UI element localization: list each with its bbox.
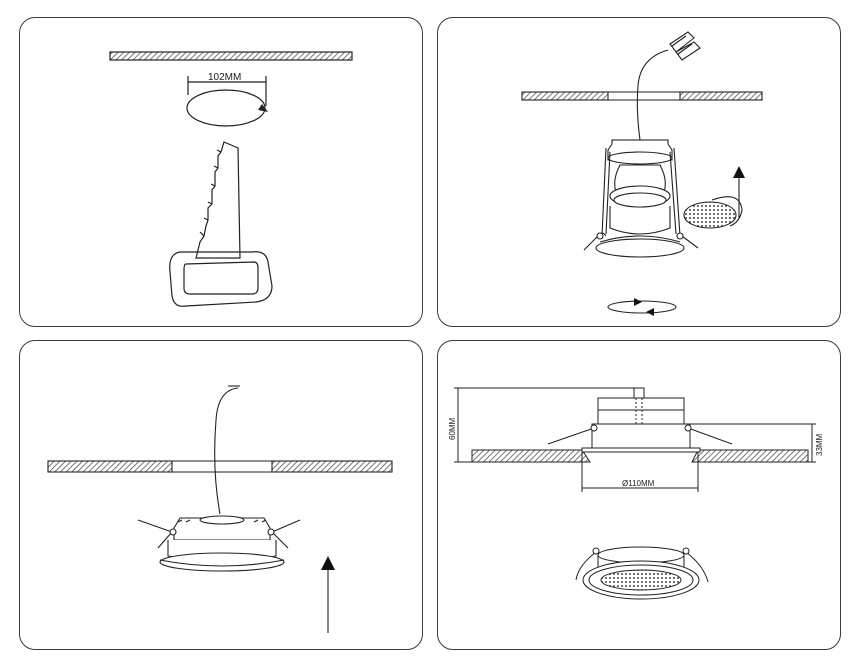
spring-clip-left (575, 551, 597, 581)
ceiling-board-left (471, 449, 591, 463)
step-4-group (454, 387, 816, 600)
downlight-fixture-icon (583, 139, 699, 258)
power-wire (214, 387, 239, 515)
honeycomb-mesh (600, 569, 682, 591)
panel-step-3 (19, 340, 423, 650)
spring-clip-right (271, 519, 301, 549)
rotate-icon (607, 298, 677, 316)
ceiling-board-right (679, 91, 763, 101)
ceiling-board-left (47, 460, 173, 473)
step-1-group (109, 51, 353, 307)
power-wire (636, 49, 669, 141)
step-2-group (521, 31, 763, 316)
terminal-connector-icon (669, 31, 701, 61)
downlight-fixture-icon (137, 515, 301, 572)
hole-outline (186, 89, 266, 127)
spring-clip-right (687, 427, 733, 445)
honeycomb-mesh-insert (683, 201, 737, 229)
downlight-side-view (547, 387, 733, 453)
spring-clip-right (681, 235, 699, 249)
ceiling-board-right (691, 449, 809, 463)
depth-label: 33MM (815, 433, 824, 456)
step-3-group (47, 385, 393, 633)
saw-blade-icon (195, 141, 241, 259)
ceiling-board (109, 51, 353, 61)
saw-handle-icon (169, 251, 273, 307)
ceiling-board-left (521, 91, 609, 101)
spring-clip-right (685, 551, 709, 583)
ceiling-board-right (271, 460, 393, 473)
diameter-label: Ø110MM (622, 479, 655, 488)
up-arrow-head (321, 556, 335, 570)
spring-clip-left (137, 519, 173, 549)
height-label: 60MM (448, 417, 457, 440)
up-arrow-head (733, 166, 745, 178)
downlight-bottom-view (575, 546, 709, 600)
hole-diameter-label: 102MM (208, 72, 241, 83)
spring-clip-left (547, 427, 595, 445)
